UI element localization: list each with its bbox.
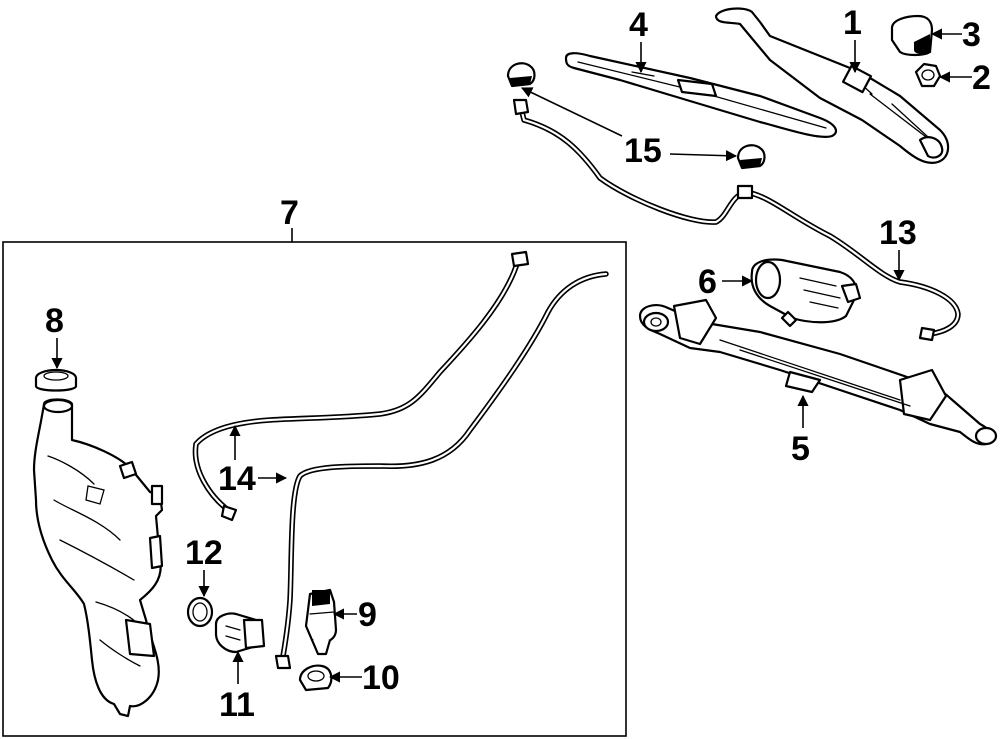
pump-grommet-part[interactable]	[298, 664, 333, 692]
callout-7: 7	[280, 194, 299, 242]
svg-text:15: 15	[624, 132, 662, 170]
svg-text:13: 13	[879, 214, 917, 252]
callout-12: 12	[185, 534, 223, 598]
svg-text:14: 14	[218, 460, 256, 498]
svg-text:4: 4	[629, 6, 648, 44]
washer-pump-part[interactable]	[304, 588, 338, 656]
callout-6: 6	[698, 263, 754, 301]
arm-nut-part[interactable]	[914, 62, 942, 88]
callout-4: 4	[629, 6, 648, 74]
callout-9: 9	[332, 596, 377, 634]
callout-15: 15	[520, 87, 738, 170]
svg-text:1: 1	[843, 4, 862, 42]
callout-2: 2	[938, 59, 991, 97]
wiper-arm-part[interactable]	[714, 7, 950, 164]
callout-10: 10	[328, 659, 400, 697]
callout-3: 3	[930, 16, 981, 54]
callout-8: 8	[45, 302, 64, 370]
pump-seal-part[interactable]	[186, 596, 214, 628]
reservoir-assembly-frame	[2, 241, 627, 737]
washer-reservoir-tank[interactable]	[32, 398, 164, 718]
svg-text:9: 9	[358, 596, 377, 634]
svg-text:3: 3	[962, 16, 981, 54]
svg-text:10: 10	[362, 659, 400, 697]
wiper-linkage-part[interactable]	[638, 298, 998, 446]
svg-text:8: 8	[45, 302, 64, 340]
arm-cap-part[interactable]	[890, 14, 934, 57]
nozzle-hose-part[interactable]	[512, 98, 961, 342]
svg-text:2: 2	[972, 59, 991, 97]
level-sensor-part[interactable]	[214, 612, 266, 654]
reservoir-cap-part[interactable]	[34, 368, 78, 392]
svg-text:12: 12	[185, 534, 223, 572]
callout-14: 14	[218, 424, 288, 498]
svg-text:6: 6	[698, 263, 717, 301]
washer-nozzle-right-part[interactable]	[736, 144, 766, 170]
wiper-blade-part[interactable]	[564, 52, 838, 138]
svg-text:7: 7	[280, 194, 299, 232]
svg-text:11: 11	[219, 686, 255, 724]
callout-1: 1	[843, 4, 862, 74]
svg-text:5: 5	[791, 430, 810, 468]
callout-13: 13	[879, 214, 917, 282]
washer-nozzle-left-part[interactable]	[506, 62, 536, 88]
callout-5: 5	[791, 394, 810, 468]
wiper-motor-part[interactable]	[750, 258, 862, 328]
callout-11: 11	[219, 650, 255, 724]
reservoir-hose-part[interactable]	[192, 250, 609, 670]
